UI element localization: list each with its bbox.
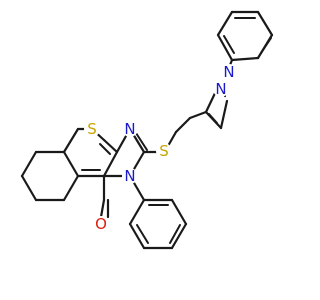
atom-bg: [221, 64, 237, 80]
carbonyl-group: [99, 198, 110, 219]
bond: [260, 37, 272, 54]
cyclohexane-ring: [20, 150, 80, 202]
atom-label-n3: N: [215, 80, 226, 98]
n-phenyl-ring: [128, 174, 188, 250]
bond: [135, 132, 148, 151]
bond: [136, 224, 149, 244]
atom-label-s1: S: [87, 120, 97, 138]
bond: [169, 224, 181, 244]
atom-bg: [213, 81, 229, 97]
atom-label-n1: N: [124, 120, 135, 138]
bond: [99, 143, 111, 155]
bond: [170, 198, 188, 226]
atom-label-n2: N: [124, 167, 135, 185]
atom-bg: [93, 216, 109, 232]
atom-label-o1: O: [95, 215, 107, 233]
bond: [62, 127, 80, 154]
bond: [62, 150, 80, 178]
bond: [256, 10, 274, 37]
atom-label-n4: N: [223, 63, 234, 81]
bond: [216, 10, 234, 37]
bond: [166, 130, 178, 148]
molecule-canvas: S N S N N N O: [20, 10, 274, 250]
atom-bg: [84, 121, 100, 137]
bond: [188, 110, 208, 120]
bond: [219, 99, 229, 130]
bond: [62, 174, 80, 202]
atom-labels: S N S N N N O: [84, 63, 237, 233]
molecule-structure: S N S N N N O: [20, 10, 274, 250]
bond: [102, 138, 119, 154]
bond: [216, 33, 234, 62]
atom-bg: [156, 143, 172, 159]
bond: [102, 150, 119, 178]
bond: [230, 56, 260, 62]
bond: [128, 222, 146, 250]
bond: [208, 113, 218, 124]
bond: [170, 222, 188, 250]
bond: [174, 116, 192, 134]
thiophene-ring: [62, 127, 119, 178]
atom-bg: [122, 121, 138, 137]
atom-bg: [122, 168, 138, 184]
bond: [128, 198, 146, 226]
bond: [223, 35, 235, 54]
atom-label-s2: S: [159, 142, 169, 160]
bond: [20, 150, 38, 178]
bond: [99, 198, 106, 219]
bond: [20, 174, 38, 202]
